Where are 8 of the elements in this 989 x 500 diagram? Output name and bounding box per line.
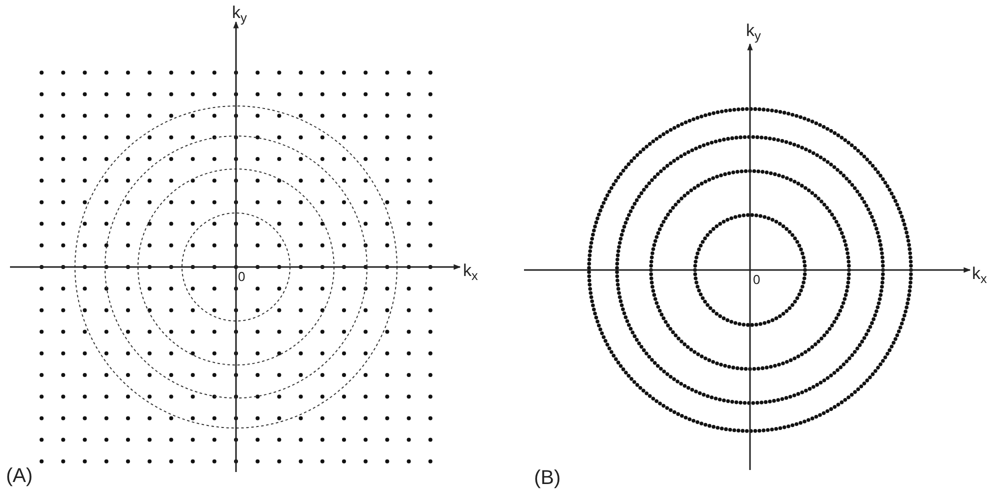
- axis-label: k$_{y}$: [232, 4, 247, 25]
- panel-label: (B): [534, 468, 561, 488]
- axis-label: k$_{y}$: [746, 22, 761, 43]
- axis-label: k$_{x}$: [463, 262, 478, 283]
- origin-label: 0: [238, 270, 246, 283]
- origin-label: 0: [753, 273, 760, 286]
- axis-label: k$_{x}$: [972, 265, 987, 286]
- panel-label: (A): [6, 466, 33, 486]
